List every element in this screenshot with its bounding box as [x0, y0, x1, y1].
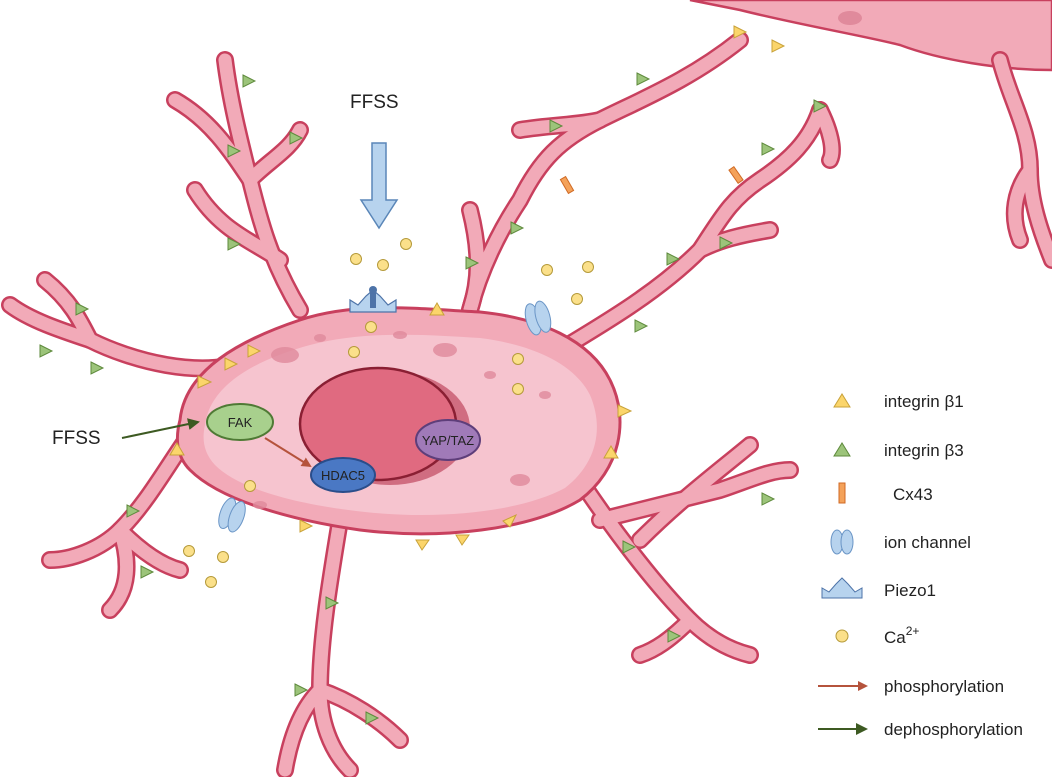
calcium-ions	[183, 238, 594, 588]
legend-label: integrin β1	[884, 392, 964, 411]
organelles	[253, 331, 551, 509]
calcium-dot-icon	[835, 629, 849, 643]
legend-item-dephosphorylation: dephosphorylation	[818, 720, 1023, 739]
neighbor-cell	[689, 0, 1052, 269]
ffss-left-label: FFSS	[52, 428, 101, 449]
legend-item-phosphorylation: phosphorylation	[818, 677, 1004, 696]
cx43-connexin-2	[728, 166, 744, 184]
hdac5-node: HDAC5	[310, 457, 376, 493]
legend-label: integrin β3	[884, 441, 964, 460]
integrin-b1-markers	[169, 25, 786, 551]
ion-channel-right	[524, 300, 552, 336]
legend-item-piezo1: Piezo1	[821, 577, 936, 600]
phosphorylation-arrow	[264, 437, 312, 468]
yap-taz-label: YAP/TAZ	[422, 433, 474, 448]
ion-channel-left	[218, 497, 246, 533]
hdac5-label: HDAC5	[321, 468, 365, 483]
yellow-triangle-icon	[833, 393, 851, 408]
legend-label: Piezo1	[884, 581, 936, 600]
legend-label: ion channel	[884, 533, 971, 552]
legend-label: Ca2+	[884, 624, 919, 647]
fak-label: FAK	[228, 415, 253, 430]
green-triangle-icon	[833, 442, 851, 457]
ffss-top-label: FFSS	[350, 92, 399, 113]
legend-ca-superscript: 2+	[906, 624, 920, 638]
connexin-icon	[838, 482, 846, 504]
fak-node: FAK	[206, 403, 274, 441]
piezo-icon	[821, 577, 863, 599]
dendrite-processes	[1, 31, 841, 777]
legend: integrin β1 integrin β3 Cx43 ion channel…	[818, 392, 1023, 739]
legend-item-integrin-b3: integrin β3	[833, 441, 964, 460]
legend-item-ion-channel: ion channel	[830, 529, 971, 555]
integrin-b3-markers	[39, 72, 828, 725]
piezo1-channel	[349, 286, 397, 313]
legend-item-integrin-b1: integrin β1	[833, 392, 964, 411]
legend-item-cx43: Cx43	[838, 482, 933, 504]
yap-taz-node: YAP/TAZ	[415, 419, 481, 461]
legend-ca-text: Ca	[884, 628, 906, 647]
ffss-dephos-arrow	[121, 418, 200, 439]
ffss-top-arrow	[359, 142, 399, 230]
legend-item-calcium: Ca2+	[835, 624, 919, 647]
legend-label: dephosphorylation	[884, 720, 1023, 739]
cx43-connexin-1	[559, 175, 575, 195]
legend-label: Cx43	[893, 485, 933, 504]
legend-label: phosphorylation	[884, 677, 1004, 696]
